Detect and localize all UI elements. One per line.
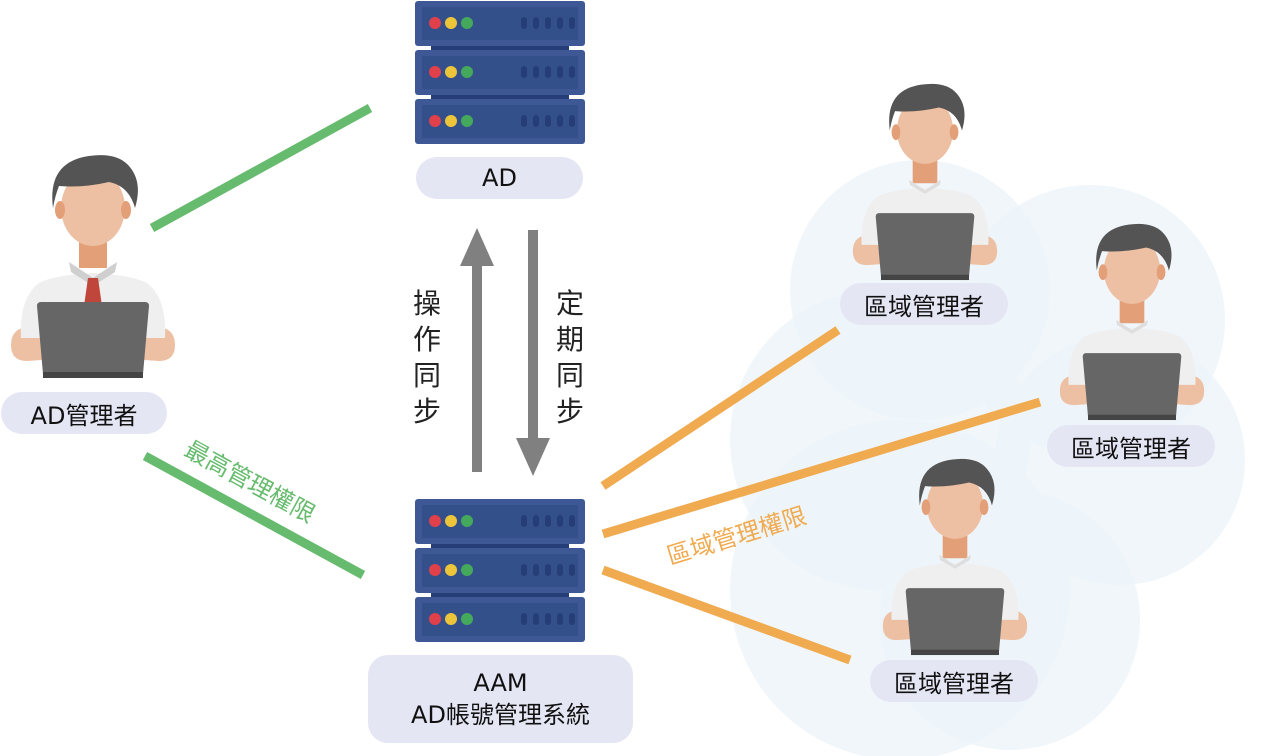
server-slot xyxy=(533,564,539,576)
led-red xyxy=(429,115,441,127)
regional-admin-label-text: 區域管理者 xyxy=(1071,434,1191,463)
led-red xyxy=(429,66,441,78)
server-slot xyxy=(533,115,539,127)
arrow-down-icon xyxy=(516,230,550,476)
arrow-up-icon xyxy=(460,228,494,472)
server-slot xyxy=(533,613,539,625)
regional-admin-label-text: 區域管理者 xyxy=(864,292,984,321)
server-unit xyxy=(415,50,585,95)
led-yellow xyxy=(445,66,457,78)
led-red xyxy=(429,564,441,576)
server-unit xyxy=(415,99,585,144)
server-slot xyxy=(521,564,527,576)
server-slot xyxy=(521,17,527,29)
ad-admin-to-ad-link xyxy=(149,104,373,232)
server-slot xyxy=(557,515,563,527)
ad-server-label-text: AD xyxy=(482,164,517,192)
regional-admin-2-person-icon xyxy=(1059,223,1205,421)
server-slot xyxy=(545,613,551,625)
aam-label-line2: AD帳號管理系統 xyxy=(411,701,590,729)
ad-admin-label-text: AD管理者 xyxy=(30,401,138,430)
operation-sync-label: 操作同步 xyxy=(412,287,441,428)
server-slot xyxy=(569,564,575,576)
server-slot xyxy=(533,515,539,527)
server-slot xyxy=(521,66,527,78)
aam-server-icon xyxy=(415,499,585,642)
regional-admin-1-person-icon xyxy=(852,83,998,281)
server-slot xyxy=(545,66,551,78)
ad-server-label: AD xyxy=(416,157,583,199)
aam-label-line1: AAM xyxy=(473,669,528,697)
server-slot xyxy=(521,613,527,625)
server-slot xyxy=(569,115,575,127)
ad-admin-person-icon xyxy=(11,155,175,378)
server-slot xyxy=(569,613,575,625)
led-yellow xyxy=(445,564,457,576)
server-slot xyxy=(557,613,563,625)
server-slot xyxy=(545,564,551,576)
regional-admin-2-label: 區域管理者 xyxy=(1047,425,1215,467)
server-slot xyxy=(569,66,575,78)
server-slot xyxy=(521,115,527,127)
led-yellow xyxy=(445,613,457,625)
led-green xyxy=(461,115,473,127)
led-yellow xyxy=(445,515,457,527)
server-slot xyxy=(521,515,527,527)
server-slot xyxy=(557,17,563,29)
server-unit xyxy=(415,499,585,544)
regional-admin-label-text: 區域管理者 xyxy=(894,669,1014,698)
led-red xyxy=(429,613,441,625)
server-slot xyxy=(557,115,563,127)
led-red xyxy=(429,17,441,29)
server-slot xyxy=(533,17,539,29)
led-green xyxy=(461,613,473,625)
server-slot xyxy=(545,115,551,127)
led-green xyxy=(461,515,473,527)
aam-to-region-admin-3-link xyxy=(601,565,852,665)
regional-admin-3-label: 區域管理者 xyxy=(870,660,1038,702)
aam-server-label: AAM AD帳號管理系統 xyxy=(368,655,633,743)
ad-admin-label: AD管理者 xyxy=(1,392,167,434)
aam-to-region-admin-2-link xyxy=(601,397,1042,539)
ad-admin-to-aam-link xyxy=(142,452,366,579)
ad-server-icon xyxy=(415,1,585,144)
server-unit xyxy=(415,1,585,46)
server-slot xyxy=(545,17,551,29)
led-green xyxy=(461,17,473,29)
server-slot xyxy=(557,66,563,78)
server-slot xyxy=(557,564,563,576)
server-slot xyxy=(569,17,575,29)
server-unit xyxy=(415,548,585,593)
regional-admin-3-person-icon xyxy=(882,458,1028,656)
server-slot xyxy=(533,66,539,78)
led-yellow xyxy=(445,115,457,127)
server-unit xyxy=(415,597,585,642)
led-yellow xyxy=(445,17,457,29)
led-green xyxy=(461,564,473,576)
server-slot xyxy=(545,515,551,527)
led-green xyxy=(461,66,473,78)
regional-admin-1-label: 區域管理者 xyxy=(840,283,1008,325)
aam-to-region-admin-1-link xyxy=(600,326,841,490)
server-slot xyxy=(569,515,575,527)
scheduled-sync-label: 定期同步 xyxy=(555,287,584,428)
led-red xyxy=(429,515,441,527)
